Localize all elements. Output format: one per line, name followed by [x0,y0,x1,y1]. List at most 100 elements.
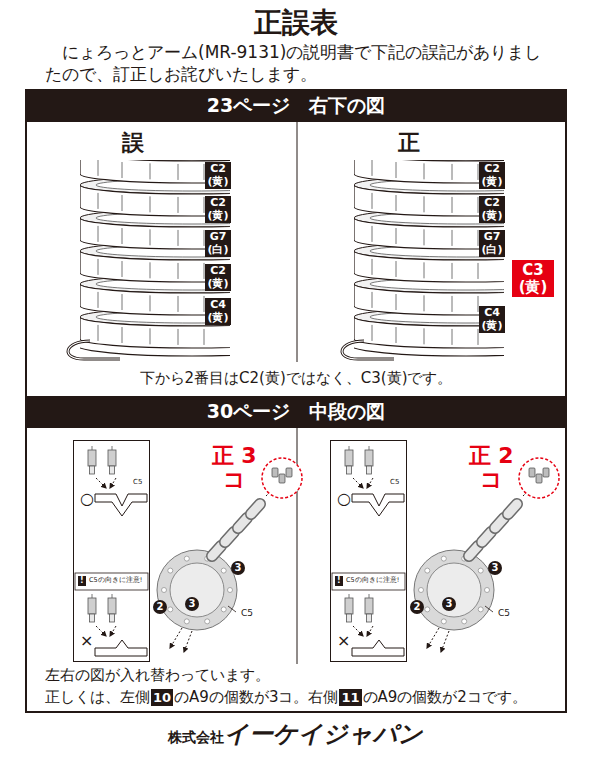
disc-slat [452,230,453,246]
a9-part [543,468,549,477]
disc-slat [150,196,151,212]
note-text: 下から2番目はC2(黄)ではなく、C3(黄)です。 [26,369,566,388]
arm-segment [251,504,260,514]
note-text: 正 3コ [208,444,260,492]
wire [349,594,350,598]
c5-disc [414,550,494,630]
inset-panel: ○C5!C5の向きに注意!× [73,440,150,662]
disc-hole [478,568,483,573]
disc-slat [396,294,397,310]
panel-text: × [80,633,93,649]
node-text: C2 (黄) [207,264,228,290]
disc-slat [122,195,123,211]
disc-slat [98,226,99,242]
wire [349,446,350,450]
part-tag: C4 (黄) [205,298,231,325]
node-text: 3 [189,598,196,609]
note-text: にょろっとアーム(MR-9131)の説明書で下記の誤記がありましたので、訂正しお… [45,42,555,86]
arm-segment [212,546,221,556]
disc-slat [98,160,99,176]
part-tag: C2 (黄) [205,196,231,223]
page-title: 正誤表 [0,4,591,42]
note-text: 誤 [122,128,144,158]
disc-hole [184,619,189,624]
node-text: 3 [446,598,453,609]
section-band: 23ページ 右下の図 [26,90,566,122]
disc-slat [150,262,151,278]
disc-slat [396,327,397,343]
disc-hole [478,607,483,612]
plug [365,598,373,614]
disc-slat [150,163,151,179]
a9-part [529,468,535,477]
part-tag: C2 (黄) [205,264,231,291]
callout-number: 3 [442,597,456,611]
part-tag: C2 (黄) [205,162,231,189]
plug [365,450,373,466]
inset-panel: ○C5!C5の向きに注意!× [330,440,407,662]
cable [68,341,120,359]
disc-slat [396,228,397,244]
plug [88,598,96,614]
part-tag: G7 (白) [479,230,505,257]
panel-text: C5の向きに注意! [89,577,142,584]
plug-pin [367,466,372,474]
node-text: G7 (白) [207,230,228,256]
disc-stack [342,143,582,359]
plug-pin [110,466,115,474]
arm-segment-face [469,546,478,556]
text-row: 正しくは、左側10のA9の個数が3コ。右側11のA9の個数が2コです。 [45,688,565,707]
c5-disc-inner [170,563,224,617]
c5-plate [95,640,147,656]
panel-text: ○ [80,491,94,507]
wire [92,446,93,450]
node-text: 30ページ 中段の図 [207,399,385,425]
disc-slat [372,325,373,341]
panel-text: ! [335,576,343,586]
part-tag: C2 (黄) [479,196,505,223]
a9-part [286,468,292,477]
plug-pin [110,614,115,622]
disc-hole [221,607,226,612]
text-row: 株式会社イーケイジャパン [0,718,591,750]
node-text: C4 (黄) [481,306,502,332]
plug-pin [90,614,95,622]
panel-text: C5の向きに注意! [346,577,399,584]
node-text: G7 (白) [481,230,502,256]
disc-slat [452,164,453,180]
disc-slat [424,163,425,179]
disc-slat [150,295,151,311]
node-text: 23ページ 右下の図 [207,93,385,119]
c5-disc-inner [427,563,481,617]
disc-slat [178,197,179,213]
disc-slat [372,259,373,275]
note-text: のA9の個数が2コです。 [363,688,527,707]
note-text: C5 [497,608,511,618]
plug [108,598,116,614]
disc-slat [396,195,397,211]
disc-slat [452,197,453,213]
plug-pin [90,466,95,474]
note-text: 正しくは、左側 [45,688,150,707]
highlight-circle [519,458,559,498]
disc-slat [98,325,99,341]
guide-arrow [427,628,439,648]
guide-arrow [96,478,106,488]
guide-arrow [367,626,373,636]
arm-segment [508,504,517,514]
panel-text: ○ [337,491,351,507]
highlight-circle [262,458,302,498]
disc-slat [424,328,425,344]
disc-slat [178,164,179,180]
disc-hole [221,568,226,573]
frame [26,90,566,712]
disc-slat [372,292,373,308]
disc-slat [452,329,453,345]
wire [92,594,93,598]
node-text: 2 [157,601,164,612]
disc-slat [150,229,151,245]
disc-slat [98,292,99,308]
step-number: 11 [339,689,361,706]
disc-slat [98,259,99,275]
panel-text: ! [78,576,86,586]
